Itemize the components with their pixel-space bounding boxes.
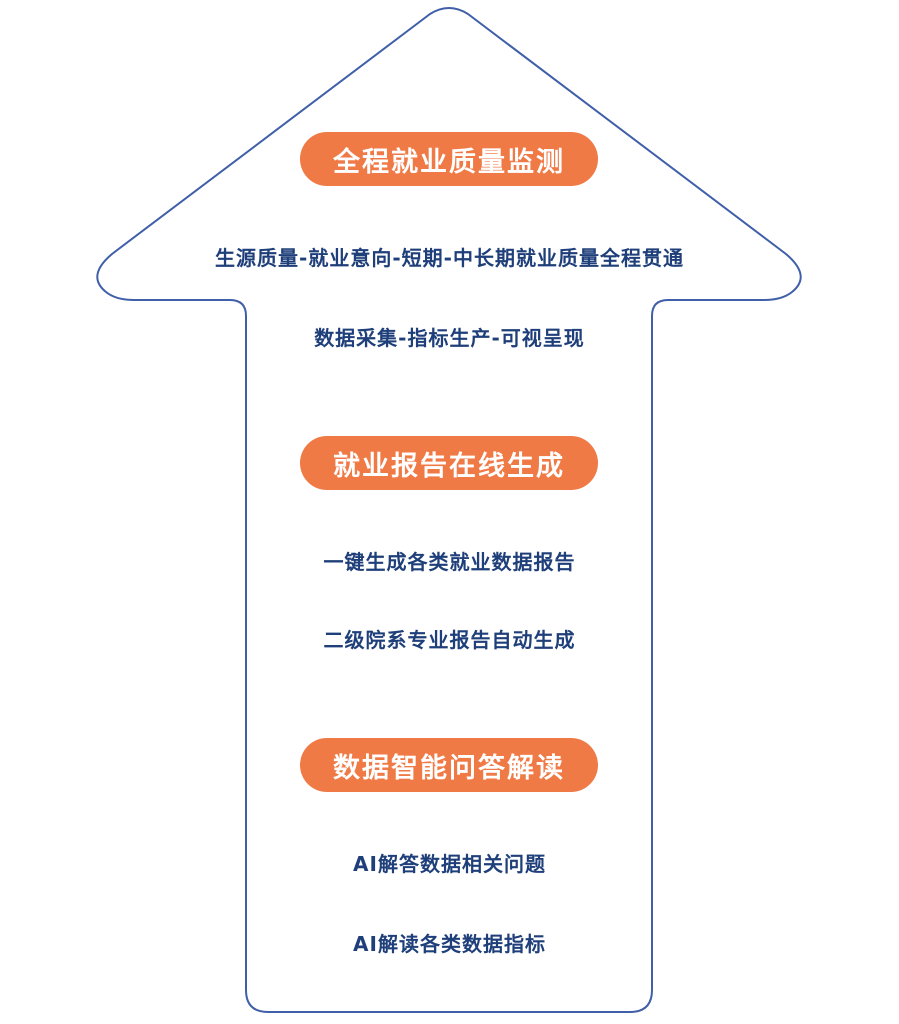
arrow-outline bbox=[96, 7, 802, 1013]
section-2-item-2: 二级院系专业报告自动生成 bbox=[323, 628, 576, 652]
section-1-item-1: 生源质量-就业意向-短期-中长期就业质量全程贯通 bbox=[215, 246, 684, 270]
section-1-title-pill: 全程就业质量监测 bbox=[300, 132, 598, 186]
section-3-item-2: AI解读各类数据指标 bbox=[353, 932, 546, 956]
section-2-item-1: 一键生成各类就业数据报告 bbox=[323, 550, 576, 574]
section-3-title-pill: 数据智能问答解读 bbox=[300, 738, 598, 792]
section-1-item-2: 数据采集-指标生产-可视呈现 bbox=[314, 326, 585, 350]
section-2-title-pill: 就业报告在线生成 bbox=[300, 436, 598, 490]
section-3-item-1: AI解答数据相关问题 bbox=[353, 852, 546, 876]
